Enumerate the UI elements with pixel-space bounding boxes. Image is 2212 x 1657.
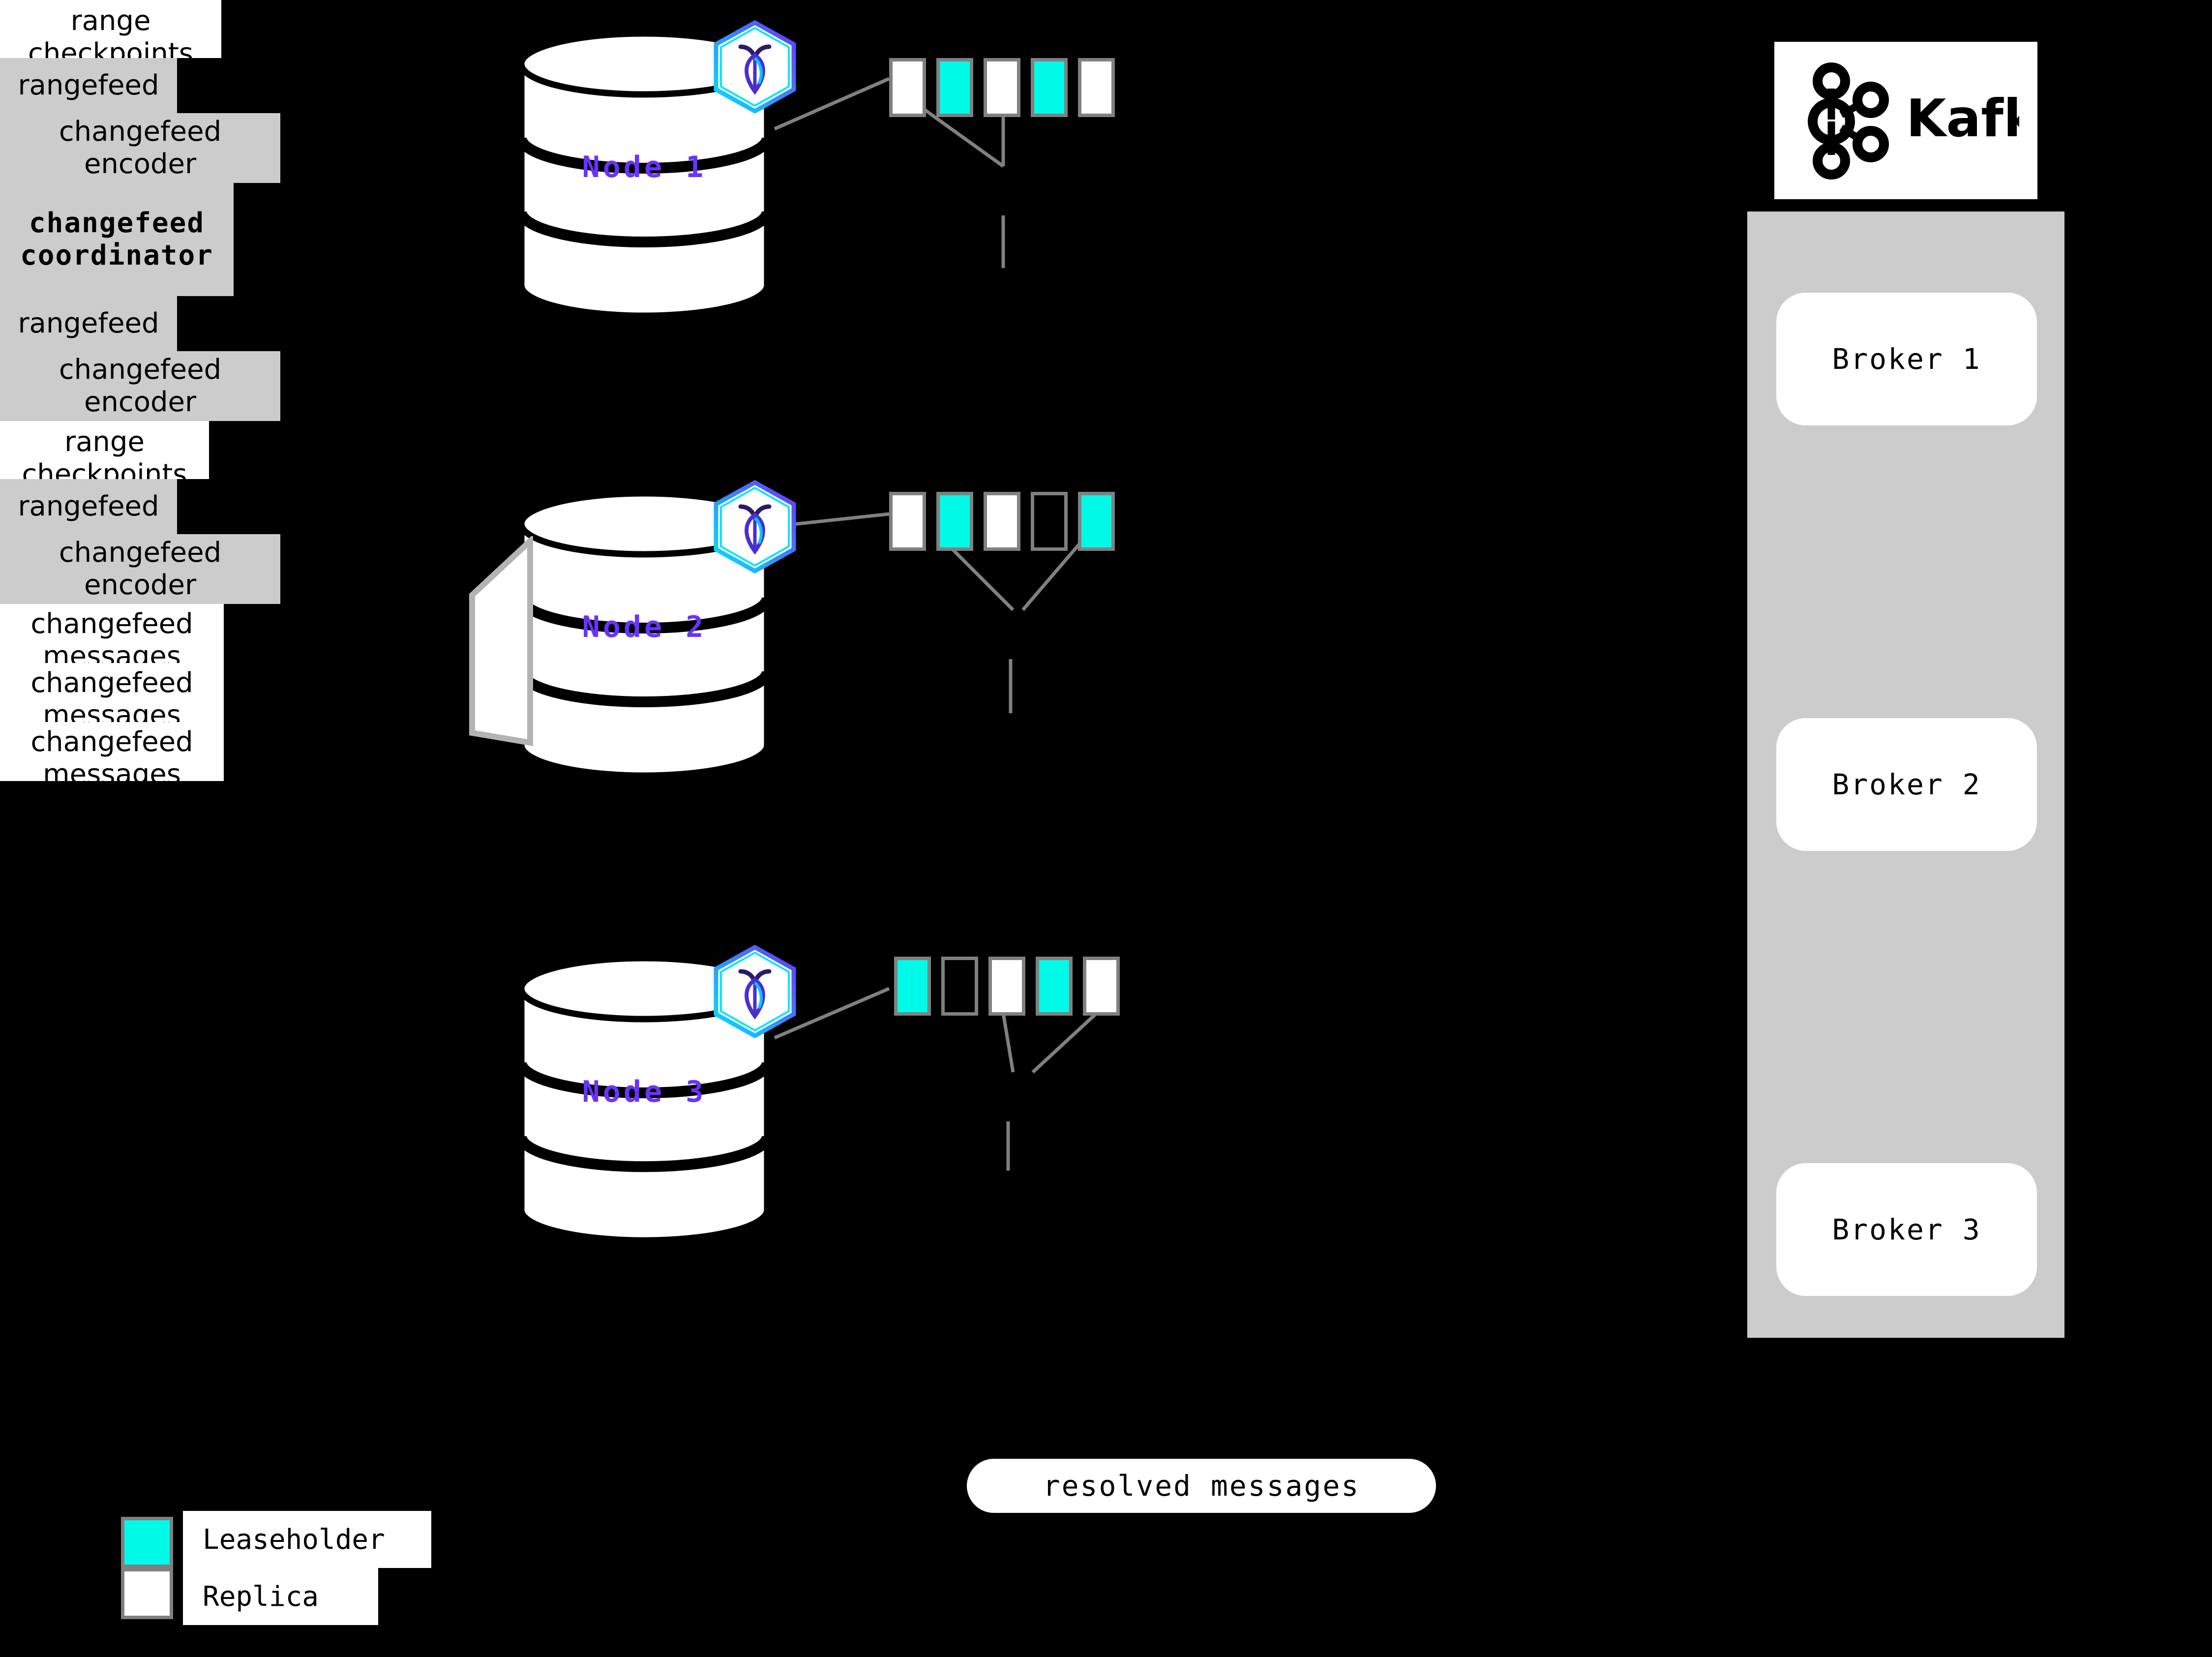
cockroachdb-logo-icon	[712, 480, 798, 577]
broker-box[interactable]: Broker 2	[1776, 718, 2037, 851]
node-2-changefeed-encoder-box[interactable]: changefeed encoder	[0, 351, 280, 421]
kafka-wordmark: Kafka	[1906, 89, 2019, 149]
range-box[interactable]	[1036, 957, 1073, 1016]
cockroachdb-logo-icon	[712, 944, 798, 1042]
coordinator-callout-shape	[467, 534, 566, 759]
legend-label-replica: Replica	[183, 1568, 378, 1625]
node-1-ranges	[889, 58, 1115, 117]
range-checkpoints-label: range checkpoints	[0, 421, 209, 479]
range-box[interactable]	[984, 492, 1020, 551]
range-box[interactable]	[1078, 492, 1115, 551]
node-3-changefeed-encoder-box[interactable]: changefeed encoder	[0, 534, 280, 604]
broker-box[interactable]: Broker 1	[1776, 293, 2037, 425]
range-box[interactable]	[941, 957, 978, 1016]
kafka-logo: Kafka	[1774, 42, 2037, 199]
range-box[interactable]	[1031, 58, 1068, 117]
changefeed-coordinator-box[interactable]: changefeed coordinator	[0, 183, 234, 296]
node-2-rangefeed-box[interactable]: rangefeed	[0, 296, 177, 351]
node-2-ranges	[889, 492, 1115, 551]
legend-swatch-leaseholder	[121, 1517, 173, 1568]
range-box[interactable]	[894, 957, 931, 1016]
kafka-nodes-icon: Kafka	[1807, 62, 2019, 180]
range-checkpoints-label: range checkpoints	[0, 0, 221, 58]
resolved-messages-pill[interactable]: resolved messages	[967, 1459, 1436, 1513]
range-box[interactable]	[1078, 58, 1115, 117]
range-box[interactable]	[889, 492, 926, 551]
node-3-cylinder: Node 3	[511, 949, 777, 1249]
changefeed-messages-label: changefeed messages	[0, 663, 224, 722]
range-box[interactable]	[936, 58, 973, 117]
node-1-label: Node 1	[582, 150, 707, 184]
legend-swatch-replica	[121, 1568, 173, 1619]
range-box[interactable]	[984, 58, 1020, 117]
node-1-changefeed-encoder-box[interactable]: changefeed encoder	[0, 113, 280, 183]
changefeed-messages-label: changefeed messages	[0, 722, 224, 781]
node-1-cylinder: Node 1	[511, 25, 777, 325]
broker-box[interactable]: Broker 3	[1776, 1163, 2037, 1296]
changefeed-messages-label: changefeed messages	[0, 604, 224, 663]
range-box[interactable]	[988, 957, 1025, 1016]
node-2-label: Node 2	[582, 610, 707, 644]
node-3-label: Node 3	[582, 1075, 707, 1109]
cockroachdb-logo-icon	[712, 20, 798, 118]
node-3-ranges	[894, 957, 1120, 1016]
range-box[interactable]	[1083, 957, 1120, 1016]
node-2-cylinder: Node 2	[511, 484, 777, 784]
range-box[interactable]	[936, 492, 973, 551]
range-box[interactable]	[1031, 492, 1068, 551]
node-1-rangefeed-box[interactable]: rangefeed	[0, 58, 177, 113]
node-3-rangefeed-box[interactable]: rangefeed	[0, 479, 177, 534]
legend-label-leaseholder: Leaseholder	[183, 1511, 431, 1568]
range-box[interactable]	[889, 58, 926, 117]
